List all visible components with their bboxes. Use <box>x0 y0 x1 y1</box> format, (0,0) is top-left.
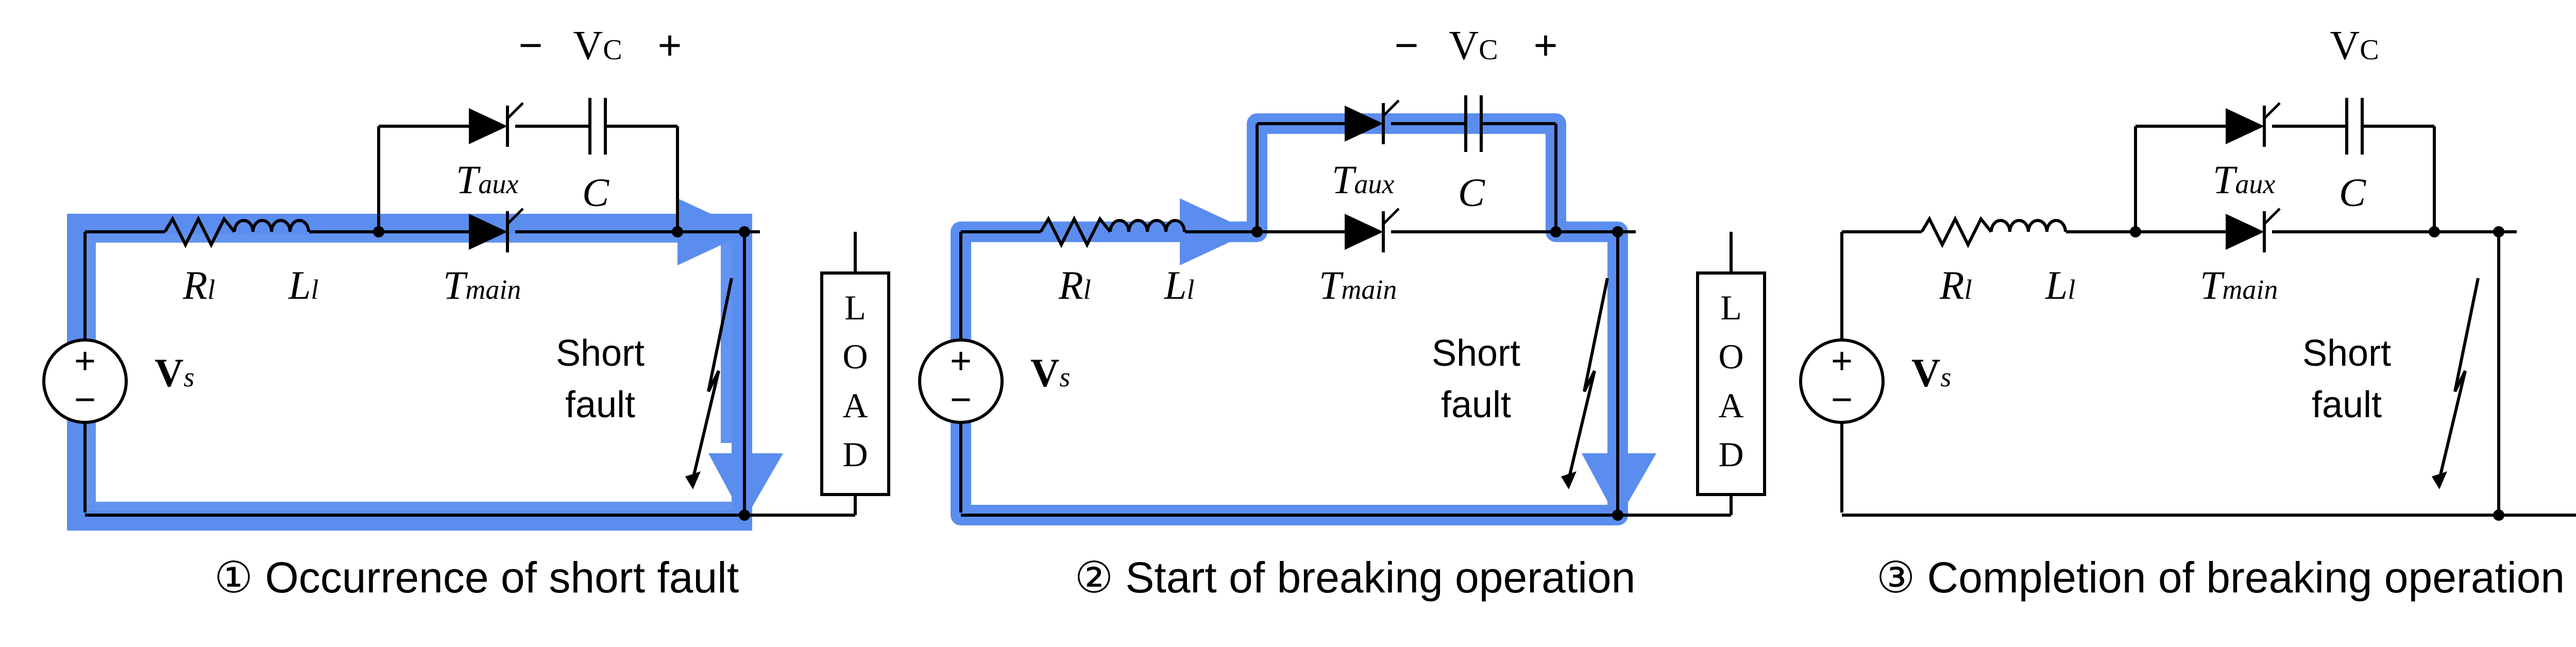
inductor-ll <box>233 219 310 232</box>
c-label: C <box>2339 170 2366 215</box>
panel-caption: ② Start of breaking operation <box>1075 553 1636 602</box>
junction-dots <box>2130 226 2504 521</box>
voltage-source-vs: + − <box>42 338 128 424</box>
load-letter-4: D <box>1718 435 1743 474</box>
load-letters: L O A D <box>1718 288 1743 474</box>
short-fault-lightning <box>2438 278 2480 480</box>
short-fault-lightning <box>1567 278 1609 480</box>
vc-plus: + <box>1534 22 1558 68</box>
short-fault-arrowhead <box>1561 471 1577 489</box>
t-main-label: Tmain <box>1319 263 1397 308</box>
wires <box>959 122 1733 517</box>
load-letters: L O A D <box>842 288 868 474</box>
fault-label-line2: fault <box>2312 384 2382 425</box>
wires <box>1840 125 2576 517</box>
l-label: Ll <box>1164 263 1194 308</box>
t-aux-label: Taux <box>456 157 518 202</box>
fault-label-line1: Short <box>1432 333 1520 374</box>
r-label: Rl <box>1939 263 1972 308</box>
short-fault-arrowhead <box>2432 471 2447 489</box>
thyristor-aux <box>2226 102 2281 147</box>
r-label: Rl <box>182 263 215 308</box>
vs-label: Vs <box>155 350 194 395</box>
panel-3: + − L O A D VC Taux C Tmain Rl Ll Vs Sho… <box>1799 23 2576 602</box>
thyristor-main <box>1345 208 1400 252</box>
vc-minus: − <box>1395 22 1419 68</box>
panel-1: + − L O A D − VC + Taux C Tmain Rl Ll Vs… <box>42 22 890 602</box>
vc-minus: − <box>519 22 543 68</box>
fault-label-line1: Short <box>556 333 645 374</box>
inductor-ll <box>1990 219 2067 232</box>
thyristor-aux <box>1345 99 1400 144</box>
load-box <box>1696 271 1766 496</box>
voltage-source-vs: + − <box>918 338 1004 424</box>
current-path-highlight <box>951 113 1628 525</box>
t-aux-label: Taux <box>1332 157 1394 202</box>
vc-label: VC <box>1449 23 1498 69</box>
fault-label-line2: fault <box>565 384 635 425</box>
panel-2: + − L O A D − VC + Taux C Tmain Rl Ll Vs… <box>918 22 1766 602</box>
t-main-label: Tmain <box>2200 263 2278 308</box>
resistor-rl <box>1039 215 1112 248</box>
thyristor-aux <box>469 102 524 147</box>
fault-label-line1: Short <box>2302 333 2391 374</box>
voltage-source-vs: + − <box>1799 338 1885 424</box>
load-letter-1: L <box>844 288 866 327</box>
resistor-rl <box>163 215 236 248</box>
vc-plus: + <box>658 22 682 68</box>
vs-label: Vs <box>1911 350 1951 395</box>
load-letter-2: O <box>1718 337 1743 376</box>
load-letter-2: O <box>842 337 868 376</box>
capacitor-c <box>1464 95 1483 152</box>
panel-caption: ③ Completion of breaking operation <box>1876 553 2565 602</box>
wires <box>83 125 857 517</box>
l-label: Ll <box>2045 263 2075 308</box>
capacitor-c <box>588 98 607 155</box>
t-aux-label: Taux <box>2213 157 2275 202</box>
vc-label: VC <box>2330 23 2379 69</box>
load-letter-1: L <box>1720 288 1742 327</box>
resistor-rl <box>1920 215 1993 248</box>
svg-text:+: + <box>74 340 96 382</box>
l-label: Ll <box>288 263 318 308</box>
c-label: C <box>582 170 609 215</box>
t-main-label: Tmain <box>443 263 521 308</box>
fault-label-line2: fault <box>1441 384 1511 425</box>
vc-label: VC <box>573 23 622 69</box>
junction-dots <box>373 226 750 521</box>
svg-text:+: + <box>950 340 972 382</box>
svg-text:−: − <box>1831 379 1853 420</box>
load-box <box>820 271 890 496</box>
load-letter-3: A <box>842 386 868 425</box>
thyristor-main <box>469 208 524 252</box>
svg-text:−: − <box>74 379 96 420</box>
inductor-ll <box>1109 219 1186 232</box>
panel-caption: ① Occurrence of short fault <box>214 553 739 602</box>
vs-label: Vs <box>1030 350 1070 395</box>
c-label: C <box>1458 170 1485 215</box>
junction-dots <box>1251 226 1623 521</box>
svg-text:+: + <box>1831 340 1853 382</box>
r-label: Rl <box>1058 263 1091 308</box>
short-fault-lightning <box>691 278 733 480</box>
thyristor-main <box>2226 208 2281 252</box>
load-letter-4: D <box>842 435 868 474</box>
short-fault-arrowhead <box>685 471 701 489</box>
load-letter-3: A <box>1718 386 1743 425</box>
svg-text:−: − <box>950 379 972 420</box>
capacitor-c <box>2345 98 2364 155</box>
